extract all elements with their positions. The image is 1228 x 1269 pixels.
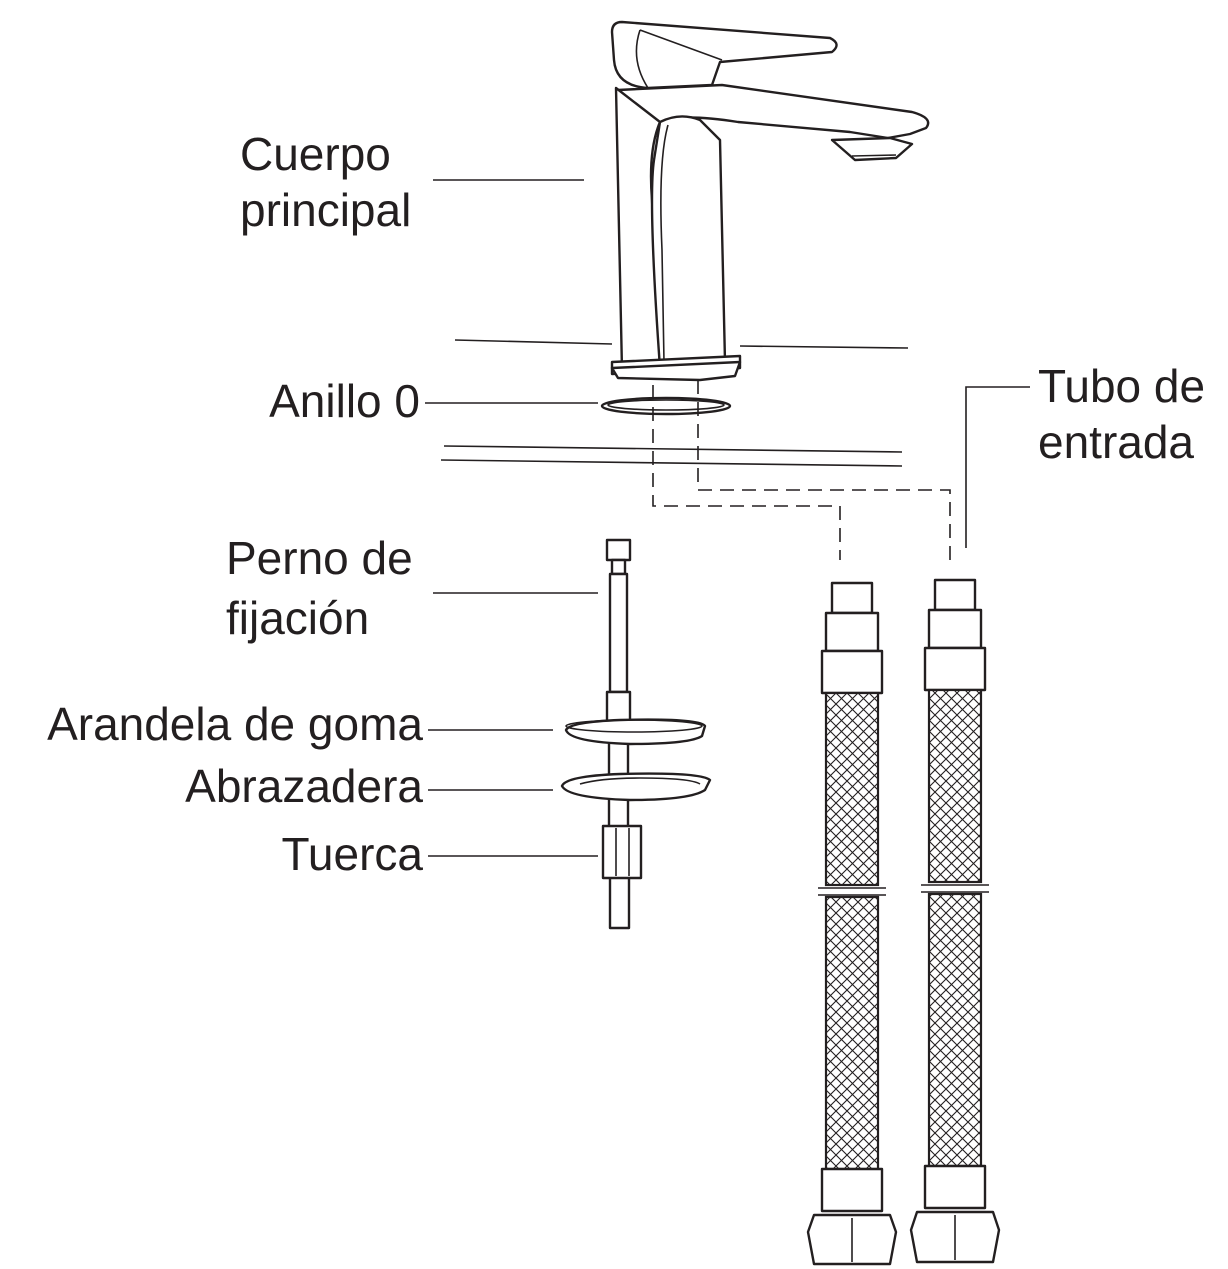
- faucet-body: [610, 20, 930, 382]
- nut: [601, 824, 643, 880]
- label-bolt-line-1: Perno de: [226, 532, 413, 584]
- o-ring: [600, 396, 732, 416]
- label-inlet-hose-line-1: Tubo de: [1038, 360, 1205, 412]
- label-body-line-2: principal: [240, 184, 411, 236]
- label-bolt-line-2: fijación: [226, 592, 369, 644]
- label-clamp: Abrazadera: [185, 760, 423, 812]
- label-inlet-hose: Tubo de entrada: [1038, 360, 1218, 468]
- inlet-hose-right: [909, 578, 1001, 1264]
- label-rubber-washer: Arandela de goma: [47, 698, 423, 750]
- label-body: Cuerpo principal: [240, 128, 411, 236]
- label-nut: Tuerca: [282, 828, 424, 880]
- leader-lines: [425, 179, 1030, 857]
- clamp: [560, 772, 712, 802]
- label-inlet-hose-line-2: entrada: [1038, 416, 1194, 468]
- label-bolt: Perno de fijación: [226, 532, 425, 644]
- rubber-washer: [564, 718, 707, 746]
- inlet-hose-left: [806, 581, 898, 1266]
- label-o-ring: Anillo 0: [269, 375, 420, 427]
- countertop: [440, 339, 909, 467]
- label-body-line-1: Cuerpo: [240, 128, 391, 180]
- alignment-guides: [652, 380, 951, 560]
